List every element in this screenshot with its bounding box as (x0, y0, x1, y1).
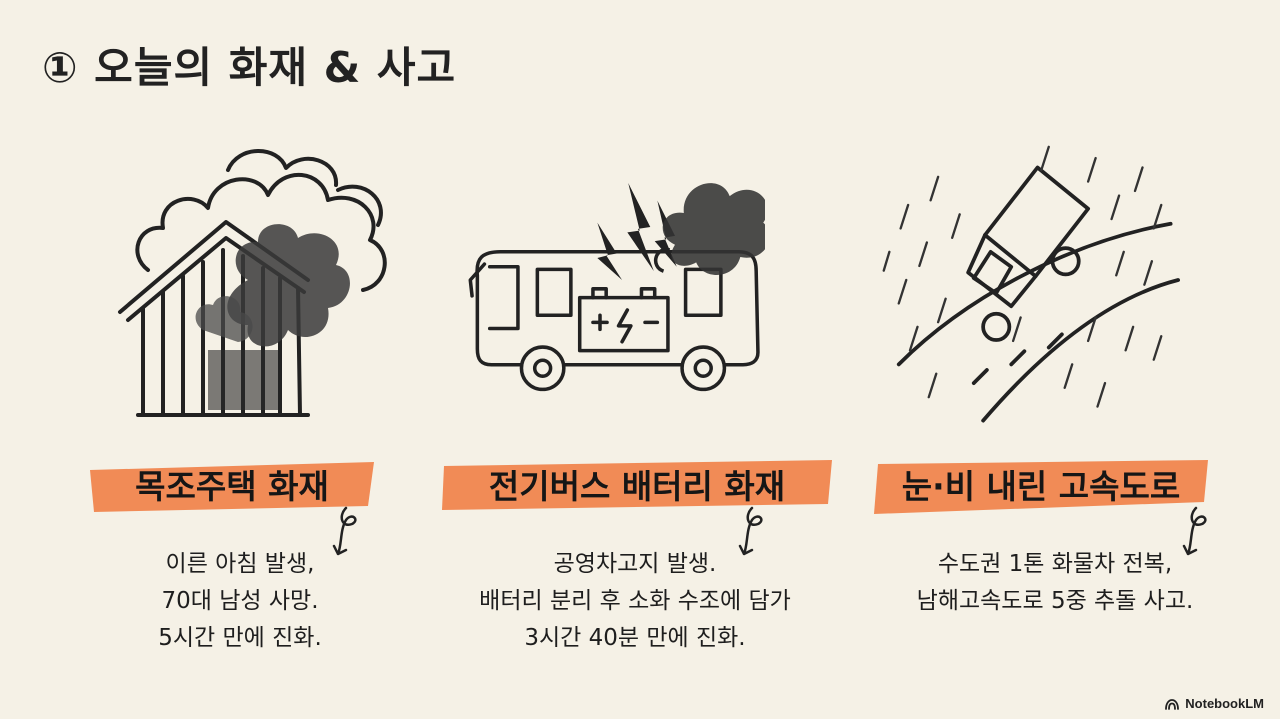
overturned-truck-icon (882, 145, 1180, 423)
card-3-title: 눈·비 내린 고속도로 (872, 452, 1210, 518)
card-2-title: 전기버스 배터리 화재 (440, 452, 834, 518)
description-line: 남해고속도로 5중 추돌 사고. (916, 588, 1194, 614)
curly-arrow-icon (738, 506, 763, 556)
curly-arrow-icon (332, 506, 357, 556)
burning-house-icon (118, 149, 387, 417)
card-3-title-text: 눈·비 내린 고속도로 (901, 467, 1181, 506)
description-line: 70대 남성 사망. (161, 588, 319, 614)
highlight-stroke (442, 460, 832, 510)
card-3-description: 수도권 1톤 화물차 전복, 남해고속도로 5중 추돌 사고. (870, 546, 1240, 620)
card-1-title: 목조주택 화재 (88, 452, 376, 518)
description-line: 수도권 1톤 화물차 전복, (937, 551, 1173, 577)
card-2-description: 공영차고지 발생. 배터리 분리 후 소화 수조에 담가 3시간 40분 만에 … (430, 546, 840, 657)
watermark-label: NotebookLM (1185, 696, 1264, 711)
electric-bus-battery-fire-icon (468, 182, 765, 392)
description-line: 3시간 40분 만에 진화. (524, 625, 746, 651)
highlight-stroke (90, 462, 374, 512)
notebooklm-logo-icon (1165, 698, 1180, 710)
notebooklm-watermark: NotebookLM (1164, 696, 1264, 711)
slide-title: ① 오늘의 화재 & 사고 (42, 43, 457, 92)
card-2-title-text: 전기버스 배터리 화재 (488, 467, 786, 506)
card-1-description: 이른 아침 발생, 70대 남성 사망. 5시간 만에 진화. (120, 546, 360, 657)
highlight-stroke (874, 460, 1208, 514)
description-line: 이른 아침 발생, (165, 551, 315, 577)
description-line: 공영차고지 발생. (553, 551, 717, 577)
description-line: 배터리 분리 후 소화 수조에 담가 (479, 588, 791, 614)
card-1-title-text: 목조주택 화재 (135, 467, 329, 506)
description-line: 5시간 만에 진화. (158, 625, 322, 651)
curly-arrow-icon (1182, 506, 1207, 556)
